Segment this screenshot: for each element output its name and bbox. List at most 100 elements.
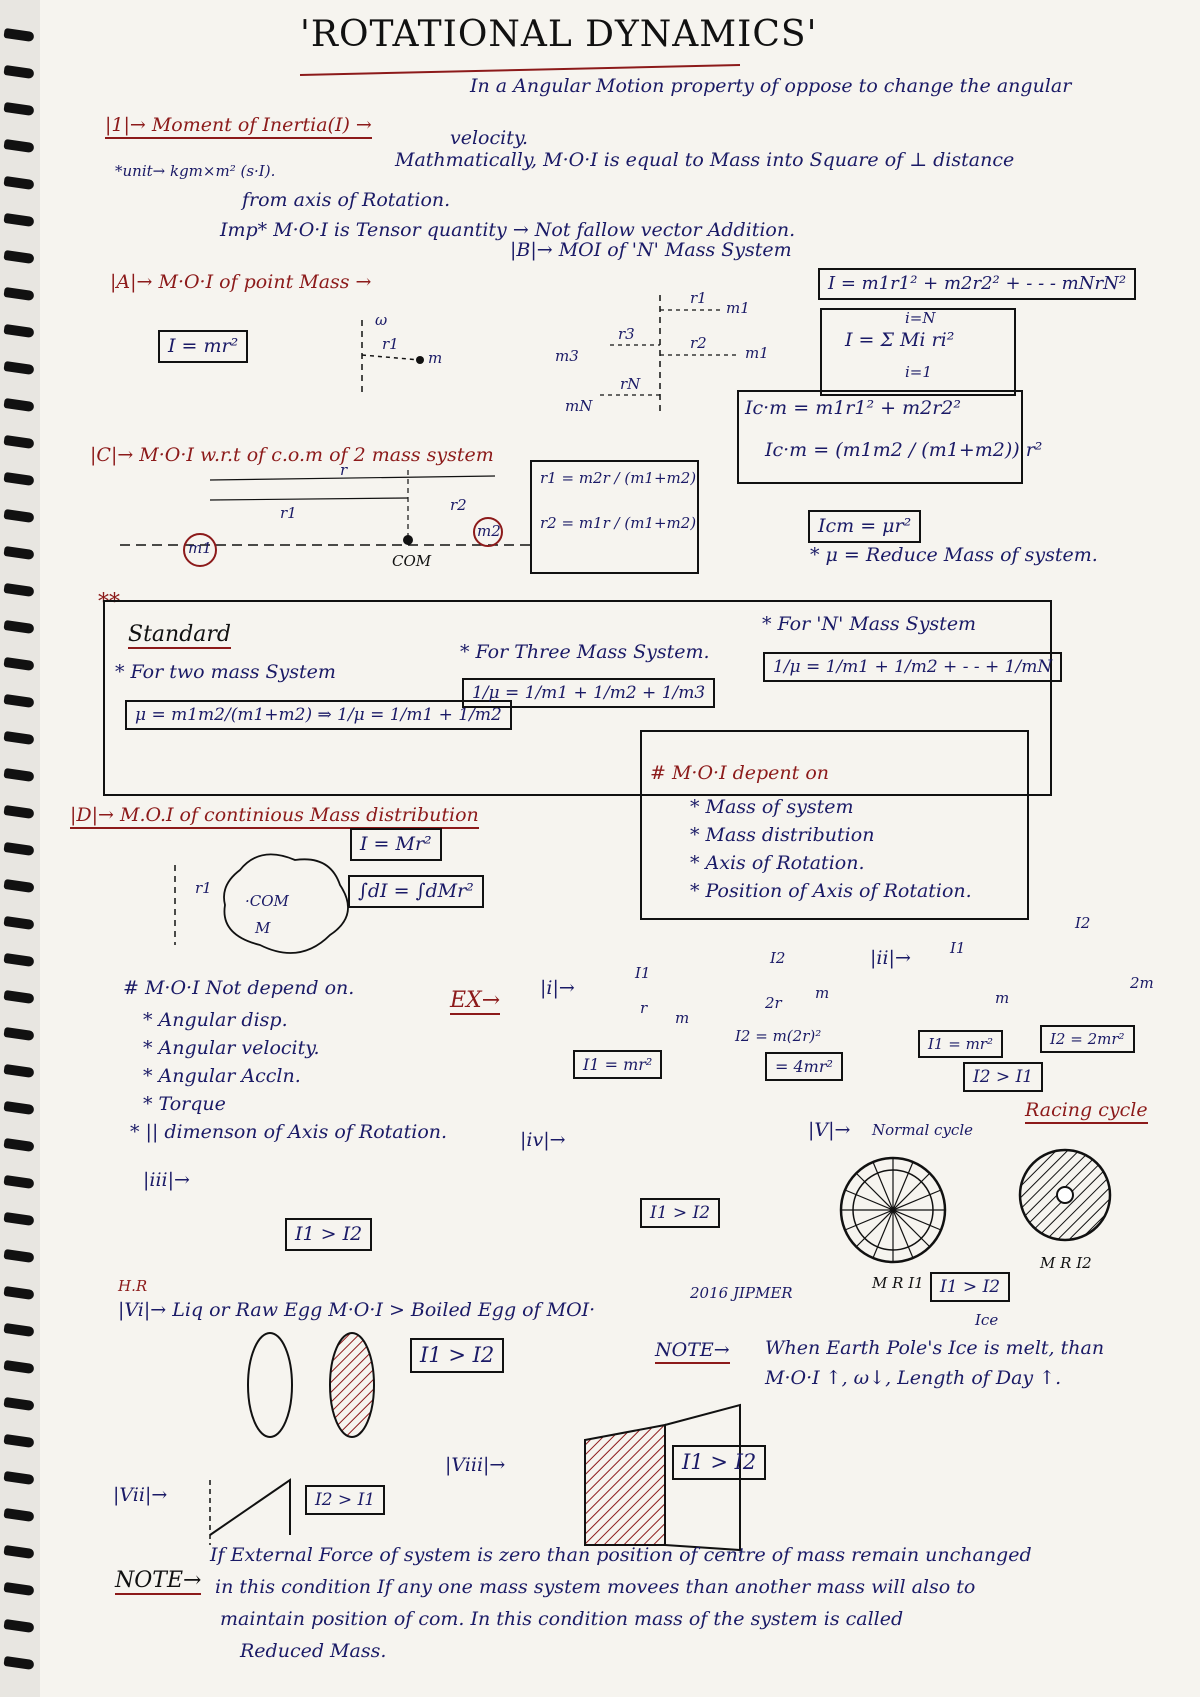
example-iii-compare: I1 > I2 xyxy=(285,1218,373,1251)
moi-unit: *unit→ kgm×m² (s·I). xyxy=(115,162,276,180)
moi-tensor-note: Imp* M·O·I is Tensor quantity → Not fall… xyxy=(220,219,796,241)
n-mass-heading: |B|→ MOI of 'N' Mass System xyxy=(510,239,792,261)
three-mass-reduced-formula: 1/μ = 1/m1 + 1/m2 + 1/m3 xyxy=(462,678,716,709)
moi-heading: |1|→ Moment of Inertia(I) → xyxy=(105,114,372,139)
example-i-m: m xyxy=(675,1009,690,1027)
example-i-eq2: I2 = m(2r)² xyxy=(735,1027,822,1045)
trapezoid-lamina xyxy=(584,1423,666,1546)
racing-cycle-mr: M R I2 xyxy=(1040,1254,1092,1272)
not-depend-item-2: * Angular velocity. xyxy=(143,1037,320,1059)
example-ii-label: |ii|→ xyxy=(870,947,911,969)
racing-cycle-label: Racing cycle xyxy=(1025,1099,1148,1124)
com-label: COM xyxy=(392,552,432,570)
example-iii-label: |iii|→ xyxy=(143,1169,190,1191)
moi-definition-1: In a Angular Motion property of oppose t… xyxy=(470,75,1072,97)
reduced-mass-note: * μ = Reduce Mass of system. xyxy=(810,544,1098,566)
icm-formula-1: Ic·m = m1r1² + m2r2² xyxy=(745,397,961,419)
normal-cycle-label: Normal cycle xyxy=(872,1121,974,1139)
point-mass-formula-box: I = mr² xyxy=(158,330,249,363)
example-v-label: |V|→ xyxy=(808,1119,851,1141)
example-i-box2: = 4mr² xyxy=(765,1052,843,1082)
example-i-I2: I2 xyxy=(770,949,786,967)
normal-cycle-mr: M R I1 xyxy=(872,1274,924,1292)
continuous-mr-box: I = Mr² xyxy=(350,828,442,861)
example-ii-2m: 2m xyxy=(1130,974,1154,992)
continuous-mass-heading: |D|→ M.O.I of continious Mass distributi… xyxy=(70,804,479,829)
note-label: NOTE→ xyxy=(115,1568,202,1596)
not-depend-item-3: * Angular Accln. xyxy=(143,1065,301,1087)
icm-formula-2: Ic·m = (m1m2 / (m1+m2)) r² xyxy=(765,439,1043,461)
two-mass-r1-label: r1 xyxy=(280,504,297,522)
point-mass-m-label: m xyxy=(428,349,443,367)
raw-egg xyxy=(247,1332,293,1438)
depend-item-2: * Mass distribution xyxy=(690,824,875,846)
trapezoid-right xyxy=(664,1403,741,1552)
dim-line-r xyxy=(209,475,496,481)
example-ii-box1: I1 = mr² xyxy=(918,1030,1003,1058)
spiral-binding xyxy=(0,0,40,1697)
n-mass-label-r2: r2 xyxy=(690,334,707,352)
r-formula-box xyxy=(530,460,699,574)
example-ii-I2: I2 xyxy=(1075,914,1091,932)
n-mass-sum-box xyxy=(820,308,1016,396)
jipmer-tag: 2016 JIPMER xyxy=(690,1284,793,1302)
note-line-3: maintain position of com. In this condit… xyxy=(220,1608,904,1630)
n-mass-label-m2: m1 xyxy=(745,344,769,362)
two-mass-reduced-formula: μ = m1m2/(m1+m2) ⇒ 1/μ = 1/m1 + 1/m2 xyxy=(125,700,512,731)
example-ii-compare: I2 > I1 xyxy=(963,1062,1044,1093)
note-line-1: If External Force of system is zero than… xyxy=(210,1544,1032,1566)
three-mass-reduced-head: * For Three Mass System. xyxy=(460,641,710,663)
continuous-m-label: M xyxy=(255,919,271,937)
page-title: 'ROTATIONAL DYNAMICS' xyxy=(300,14,818,55)
example-i-I1: I1 xyxy=(635,964,651,982)
two-mass-com-heading: |C|→ M·O·I w.r.t of c.o.m of 2 mass syst… xyxy=(90,444,494,466)
dim-line-r1 xyxy=(209,497,409,501)
n-mass-formula-box: I = m1r1² + m2r2² + - - - mNrN² xyxy=(818,268,1137,300)
egg-statement: |Vi|→ Liq or Raw Egg M·O·I > Boiled Egg … xyxy=(118,1299,596,1321)
normal-cycle-spokes xyxy=(841,1158,945,1262)
point-mass-heading: |A|→ M·O·I of point Mass → xyxy=(110,271,372,293)
example-ii-box2: I2 = 2mr² xyxy=(1040,1025,1135,1053)
note-line-2: in this condition If any one mass system… xyxy=(215,1576,976,1598)
sum-formula: I = Σ Mi ri² xyxy=(845,329,955,351)
mass-m1-circle xyxy=(183,533,217,567)
sum-lower-limit: i=1 xyxy=(905,363,932,381)
example-iv-label: |iv|→ xyxy=(520,1129,566,1151)
note-line-4: Reduced Mass. xyxy=(240,1640,387,1662)
triangle-lamina xyxy=(209,1478,291,1536)
n-mass-label-mN: mN xyxy=(565,397,593,415)
earth-note-label: NOTE→ xyxy=(655,1339,730,1364)
point-mass-radius xyxy=(361,354,421,361)
two-mass-reduced-head: * For two mass System xyxy=(115,661,336,683)
example-label: EX→ xyxy=(450,988,501,1016)
standard-box xyxy=(103,600,1052,796)
continuous-com-label: ·COM xyxy=(245,892,289,910)
n-mass-label-r3: r3 xyxy=(618,325,635,343)
n-mass-reduced-formula: 1/μ = 1/m1 + 1/m2 + - - + 1/mN xyxy=(763,652,1063,683)
two-mass-r-label: r xyxy=(340,461,348,479)
example-i-box1: I1 = mr² xyxy=(573,1050,663,1080)
point-mass-dot xyxy=(416,356,424,364)
n-mass-label-m1: m1 xyxy=(726,299,750,317)
mass-m2-circle xyxy=(473,517,503,547)
example-viii-label: |Viii|→ xyxy=(445,1454,506,1476)
example-iv-compare: I1 > I2 xyxy=(640,1198,721,1229)
r1-formula: r1 = m2r / (m1+m2) xyxy=(540,469,697,487)
example-i-label: |i|→ xyxy=(540,977,575,999)
sum-upper-limit: i=N xyxy=(905,309,936,327)
example-viii-compare: I1 > I2 xyxy=(672,1445,767,1481)
n-mass-label-rN: rN xyxy=(620,375,641,393)
r2-formula: r2 = m1r / (m1+m2) xyxy=(540,514,697,532)
ice-note: Ice xyxy=(975,1311,999,1329)
com-dot xyxy=(403,535,413,545)
moi-definition-2: velocity. xyxy=(450,127,529,149)
earth-note-1: When Earth Pole's Ice is melt, than xyxy=(765,1337,1105,1359)
example-ii-m: m xyxy=(995,989,1010,1007)
icm-box xyxy=(737,390,1023,484)
depend-item-3: * Axis of Rotation. xyxy=(690,852,865,874)
example-i-2r: 2r xyxy=(765,994,782,1012)
mass-m2-label: m2 xyxy=(477,522,501,540)
not-depend-item-5: * || dimenson of Axis of Rotation. xyxy=(130,1121,448,1143)
title-underline xyxy=(299,64,741,76)
